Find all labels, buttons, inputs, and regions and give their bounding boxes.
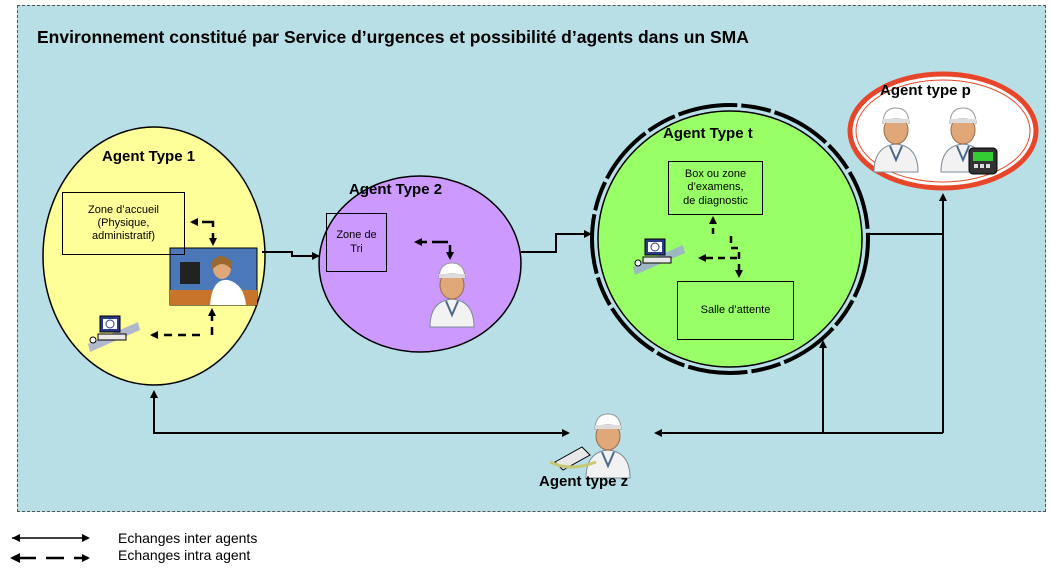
salle-attente-box: Salle d’attente	[677, 281, 794, 340]
box-examens: Box ou zone d’examens, de diagnostic	[668, 161, 763, 215]
legend-inter-label: Echanges inter agents	[118, 530, 258, 546]
agent-typet-label: Agent Type t	[663, 125, 753, 142]
zone-accueil-line-2: (Physique,	[97, 216, 150, 229]
zone-tri-line-1: Zone de	[336, 229, 377, 242]
agent-typez-label: Agent type z	[539, 473, 629, 490]
agent-type1-label: Agent Type 1	[102, 148, 196, 165]
legend-intra-label: Echanges intra agent	[118, 547, 251, 563]
link-z-to-type1	[150, 390, 568, 434]
agent-type1-ellipse	[42, 126, 266, 386]
agent-type2-label: Agent Type 2	[349, 181, 443, 198]
agent-typep-label: Agent type p	[880, 82, 971, 99]
zone-accueil-line-1: Zone d’accueil	[88, 203, 159, 216]
agent-typet-outer-ring	[590, 103, 870, 375]
link-type1-to-type2	[262, 251, 320, 260]
salle-attente-label: Salle d’attente	[700, 303, 771, 316]
box-examens-line-2: d’examens,	[687, 181, 744, 194]
box-examens-line-3: de diagnostic	[683, 194, 748, 207]
zone-tri-box: Zone de Tri	[326, 213, 387, 272]
zone-accueil-box: Zone d’accueil (Physique, administratif)	[62, 192, 185, 255]
link-typet-to-typep	[866, 193, 947, 235]
link-type2-to-typet	[521, 230, 592, 253]
pager-icon	[968, 147, 998, 175]
zone-accueil-line-3: administratif)	[92, 230, 155, 243]
diagram-title: Environnement constitué par Service d’ur…	[37, 27, 749, 47]
receptionist-illustration	[169, 247, 258, 306]
agent-type2-ellipse	[318, 175, 522, 353]
doctor-icon-typez	[585, 413, 631, 479]
box-examens-line-1: Box ou zone	[684, 168, 747, 181]
zone-tri-line-2: Tri	[350, 242, 363, 255]
handset-icon	[549, 446, 597, 471]
